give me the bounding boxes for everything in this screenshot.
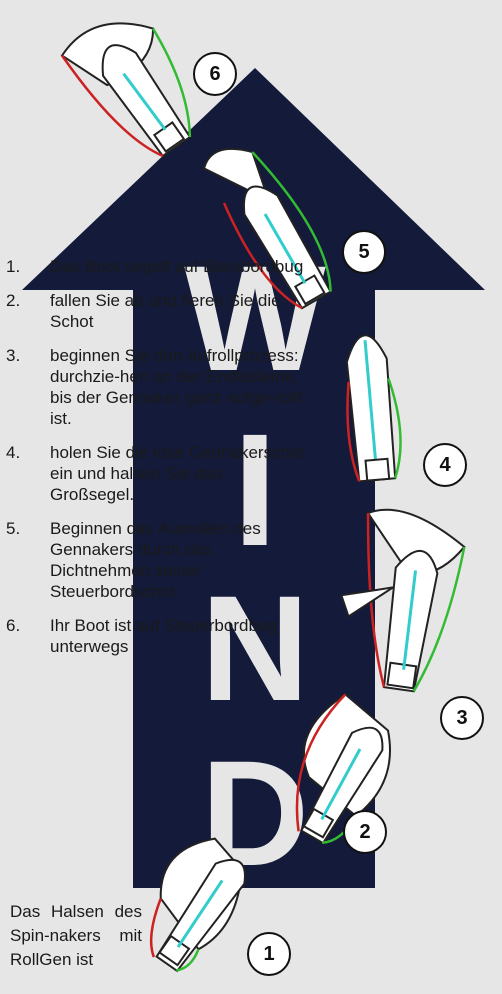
step-badge-5: 5 xyxy=(342,230,386,274)
step-text: Beginnen das Ausrollen des Gennakers dur… xyxy=(50,518,306,602)
step-text: fallen Sie ab und fieren Sie die Schot xyxy=(50,290,306,332)
step-text: Ihr Boot ist auf Steuerbordbug unterwegs xyxy=(50,615,306,657)
step-item: 5. Beginnen das Ausrollen des Gennakers d… xyxy=(6,518,306,602)
step-number: 3. xyxy=(6,345,20,366)
step-number: 1. xyxy=(6,256,20,277)
step-item: 2. fallen Sie ab und fieren Sie die Schot xyxy=(6,290,306,332)
step-badge-4: 4 xyxy=(423,443,467,487)
step-number: 5. xyxy=(6,518,20,539)
step-number: 4. xyxy=(6,442,20,463)
step-badge-3: 3 xyxy=(440,696,484,740)
intro-text: Das Halsen des Spin-nakers mit RollGen i… xyxy=(10,900,142,972)
step-list: 1. Das Boot segelt auf Backbordbug 2. fall… xyxy=(6,256,306,670)
step-text: Das Boot segelt auf Backbordbug xyxy=(50,256,306,277)
step-item: 4. holen Sie die lose Gennakerschot ein u… xyxy=(6,442,306,505)
step-number: 6. xyxy=(6,615,20,636)
step-item: 3. beginnen Sie den Aufrollprozess: durch… xyxy=(6,345,306,429)
step-item: 1. Das Boot segelt auf Backbordbug xyxy=(6,256,306,277)
step-text: holen Sie die lose Gennakerschot ein und… xyxy=(50,442,306,505)
step-badge-2: 2 xyxy=(343,810,387,854)
step-number: 2. xyxy=(6,290,20,311)
step-badge-6: 6 xyxy=(193,52,237,96)
step-badge-1: 1 xyxy=(247,932,291,976)
step-text: beginnen Sie den Aufrollprozess: durchzi… xyxy=(50,345,306,429)
step-item: 6. Ihr Boot ist auf Steuerbordbug unterwe… xyxy=(6,615,306,657)
